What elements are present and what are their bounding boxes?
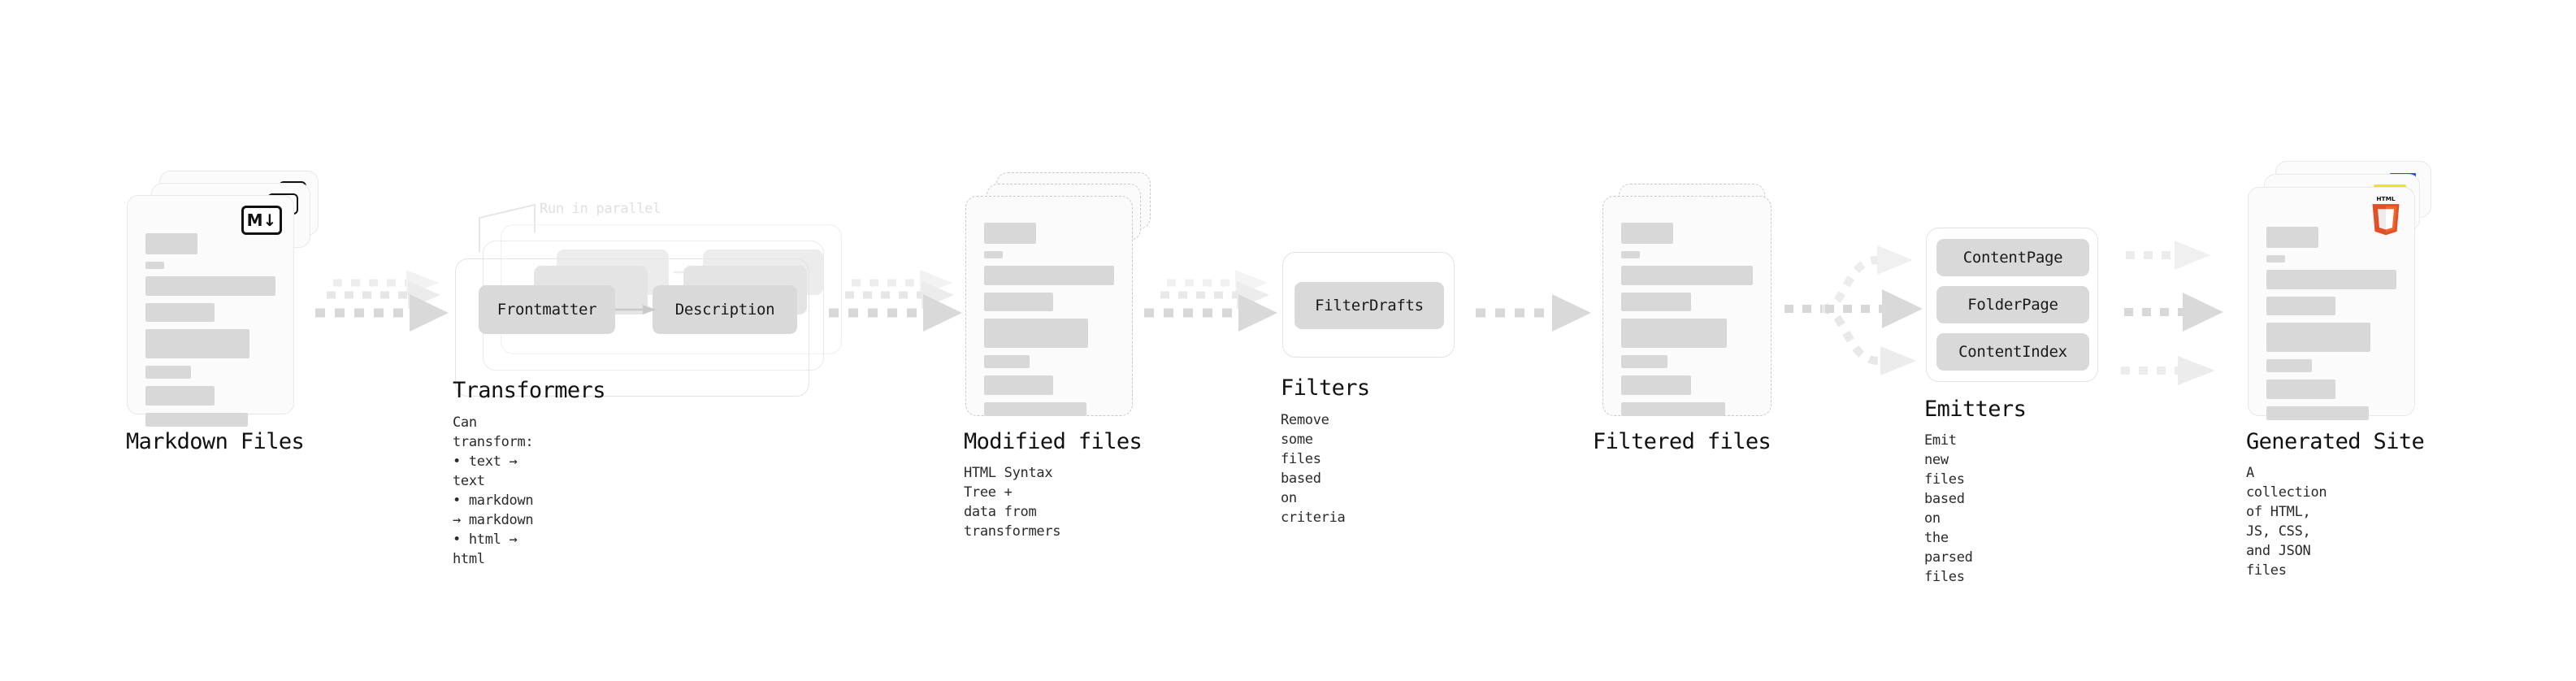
parallel-leader-line <box>479 203 536 252</box>
filtered-files-title: Filtered files <box>1593 429 1772 454</box>
pill-folderpage[interactable]: FolderPage <box>1936 286 2089 323</box>
emitters-title: Emitters <box>1924 397 2027 422</box>
modified-file-card-front <box>965 196 1133 416</box>
svg-text:HTML: HTML <box>2376 195 2396 202</box>
run-in-parallel-label: Run in parallel <box>540 201 661 217</box>
transformers-subtitle: Can transform: • text → text • markdown … <box>453 414 534 567</box>
transformer-box-front[interactable]: Frontmatter Description <box>455 258 809 397</box>
placeholder-lines <box>2266 227 2396 427</box>
filters-box[interactable]: FilterDrafts <box>1282 252 1455 358</box>
modified-files-title: Modified files <box>964 429 1143 454</box>
filters-subtitle: Remove some files based on criteria <box>1281 412 1346 526</box>
transformers-title: Transformers <box>453 378 605 403</box>
generated-file-card-front: HTML <box>2248 187 2415 420</box>
pill-filterdrafts[interactable]: FilterDrafts <box>1295 282 1444 329</box>
connector-emitters-to-generated <box>2121 241 2223 385</box>
emitters-box[interactable]: ContentPage FolderPage ContentIndex <box>1926 228 2098 382</box>
placeholder-lines <box>984 223 1114 423</box>
html5-icon: HTML <box>2372 195 2400 236</box>
connector-transformers-to-modified <box>829 270 962 332</box>
markdown-file-card-front: M↓ <box>127 195 294 427</box>
pill-description[interactable]: Description <box>653 285 797 334</box>
markdown-files-title: Markdown Files <box>126 429 305 454</box>
generated-site-subtitle: A collection of HTML, JS, CSS, and JSON … <box>2246 465 2327 579</box>
placeholder-lines <box>1621 223 1753 423</box>
modified-files-subtitle: HTML Syntax Tree + data from transformer… <box>964 465 1061 540</box>
markdown-icon: M↓ <box>241 206 282 235</box>
generated-site-title: Generated Site <box>2246 429 2425 454</box>
transformer-inner-arrow-front <box>615 305 656 314</box>
filters-title: Filters <box>1281 375 1370 401</box>
connector-markdown-to-transformers <box>315 270 449 332</box>
filtered-file-card-front <box>1602 196 1772 416</box>
placeholder-lines <box>145 233 275 434</box>
pill-contentpage[interactable]: ContentPage <box>1936 239 2089 276</box>
connector-filtered-to-emitters <box>1785 245 1923 375</box>
connector-modified-to-filters <box>1144 270 1277 332</box>
emitters-subtitle: Emit new files based on the parsed files <box>1924 432 1973 585</box>
pill-frontmatter[interactable]: Frontmatter <box>479 285 615 334</box>
connector-filters-to-filtered <box>1476 294 1591 332</box>
pill-contentindex[interactable]: ContentIndex <box>1936 333 2089 371</box>
